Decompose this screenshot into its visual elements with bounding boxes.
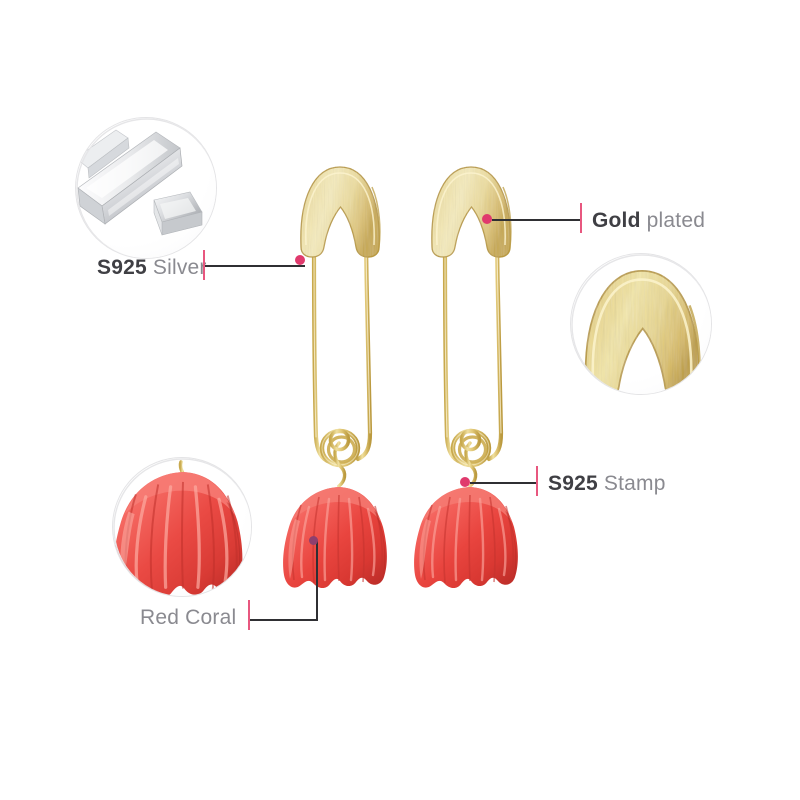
callout-label-gold-plated: Gold plated: [592, 210, 705, 231]
callout-leader-red-coral-horizontal: [250, 619, 318, 621]
callout-label-red-coral: Red Coral: [140, 607, 236, 628]
callout-leader-gold-plated: [492, 219, 580, 221]
callout-dot-s925-silver: [295, 255, 305, 265]
callout-light-gold-plated: plated: [646, 209, 706, 232]
silver-bars-icon: [76, 118, 216, 258]
callout-dot-red-coral: [309, 536, 318, 545]
callout-leader-red-coral-vertical: [316, 541, 318, 620]
callout-light-s925-silver: Silver: [152, 256, 207, 279]
callout-leader-s925-silver: [205, 265, 305, 267]
detail-circle-silver-ingots: [75, 117, 217, 259]
callout-tick-s925-stamp: [536, 466, 538, 496]
callout-tick-red-coral: [248, 600, 250, 630]
callout-label-s925-silver: S925 Silver: [97, 257, 207, 278]
callout-strong-red-coral: Red Coral: [140, 606, 237, 629]
gold-pin-head-icon: [571, 254, 711, 394]
detail-circle-coral-bell: [112, 457, 252, 597]
earring-right: [412, 167, 520, 590]
callout-strong-s925-stamp: S925: [548, 472, 598, 495]
callout-tick-s925-silver: [203, 250, 205, 280]
callout-strong-gold-plated: Gold: [592, 209, 641, 232]
callout-tick-gold-plated: [580, 203, 582, 233]
callout-dot-gold-plated: [482, 214, 492, 224]
callout-dot-s925-stamp: [460, 477, 470, 487]
coral-bell-icon: [113, 458, 251, 596]
callout-label-s925-stamp: S925 Stamp: [548, 473, 666, 494]
detail-circle-gold-pin-head: [570, 253, 712, 395]
earring-left: [281, 167, 389, 590]
callout-leader-s925-stamp: [470, 482, 536, 484]
callout-strong-s925-silver: S925: [97, 256, 147, 279]
callout-light-s925-stamp: Stamp: [603, 472, 666, 495]
